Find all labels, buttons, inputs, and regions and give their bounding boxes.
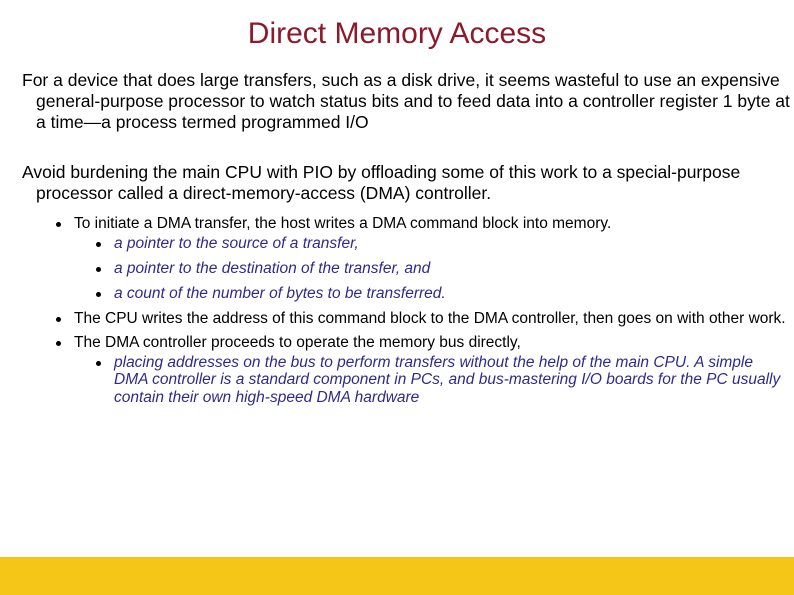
footer-bar (0, 557, 794, 595)
sub-bullet-item: a count of the number of bytes to be tra… (96, 285, 786, 303)
sub-bullet-item: placing addresses on the bus to perform … (96, 354, 786, 407)
bullet-item: To initiate a DMA transfer, the host wri… (56, 215, 786, 233)
dma-paragraph: Avoid burdening the main CPU with PIO by… (22, 162, 741, 203)
sub-bullet-item: a pointer to the source of a transfer, (96, 235, 786, 253)
bullet-item: The DMA controller proceeds to operate t… (56, 334, 786, 352)
bullet-list: To initiate a DMA transfer, the host wri… (56, 215, 786, 414)
bullet-item: The CPU writes the address of this comma… (56, 310, 786, 328)
intro-paragraph: For a device that does large transfers, … (22, 70, 790, 132)
slide-title: Direct Memory Access (247, 17, 547, 50)
sub-bullet-item: a pointer to the destination of the tran… (96, 260, 786, 278)
